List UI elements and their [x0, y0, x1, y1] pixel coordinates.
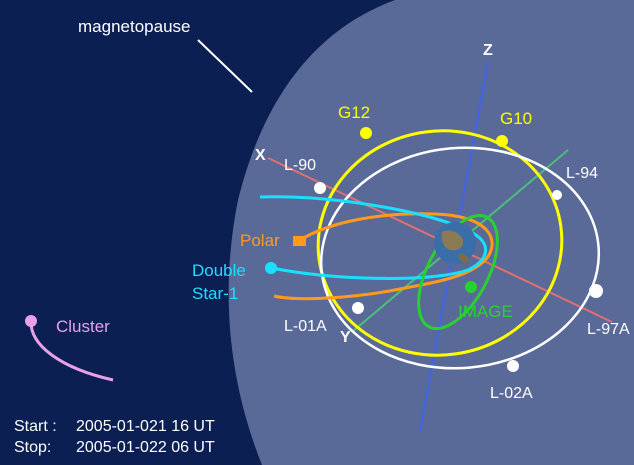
cluster-label: Cluster — [56, 317, 110, 336]
g12-satellite — [360, 127, 372, 139]
image-orbit — [417, 213, 499, 331]
g10-satellite — [496, 135, 508, 147]
l01a-label: L-01A — [284, 318, 327, 335]
image-label: IMAGE — [458, 302, 513, 321]
stop-label: Stop: — [14, 439, 51, 456]
l02a-label: L-02A — [490, 385, 533, 402]
polar-orbit — [273, 212, 494, 301]
earth-landmass — [441, 230, 464, 251]
double-star-label-line2: Star-1 — [192, 284, 238, 303]
g12-label: G12 — [338, 103, 370, 122]
geo-orbit — [316, 129, 564, 357]
earth-landmass-2 — [458, 253, 469, 263]
start-label: Start : — [14, 418, 57, 435]
cluster-trajectory — [29, 320, 114, 382]
y-axis-label: Y — [340, 329, 351, 346]
magnetopause-label: magnetopause — [78, 17, 190, 36]
start-value: 2005-01-021 16 UT — [76, 418, 215, 435]
l97a-label: L-97A — [587, 321, 630, 338]
l90-label: L-90 — [284, 157, 316, 174]
double-star-satellite — [265, 262, 277, 274]
l02a-satellite — [507, 360, 519, 372]
double-star-label-line1: Double — [192, 261, 246, 280]
polar-label: Polar — [240, 231, 280, 250]
z-axis-label: Z — [483, 42, 493, 59]
image-satellite — [465, 281, 477, 293]
double-star-orbit — [259, 195, 487, 280]
x-axis-label: X — [255, 147, 266, 164]
l94-satellite — [552, 190, 562, 200]
stop-value: 2005-01-022 06 UT — [76, 439, 215, 456]
l97a-satellite — [589, 284, 603, 298]
polar-satellite — [293, 236, 306, 246]
magnetopause-pointer — [197, 39, 253, 93]
l01a-satellite — [352, 302, 364, 314]
l90-satellite — [314, 182, 326, 194]
l94-label: L-94 — [566, 165, 598, 182]
g10-label: G10 — [500, 109, 532, 128]
cluster-satellite — [25, 315, 37, 327]
lanl-orbit — [319, 146, 601, 370]
